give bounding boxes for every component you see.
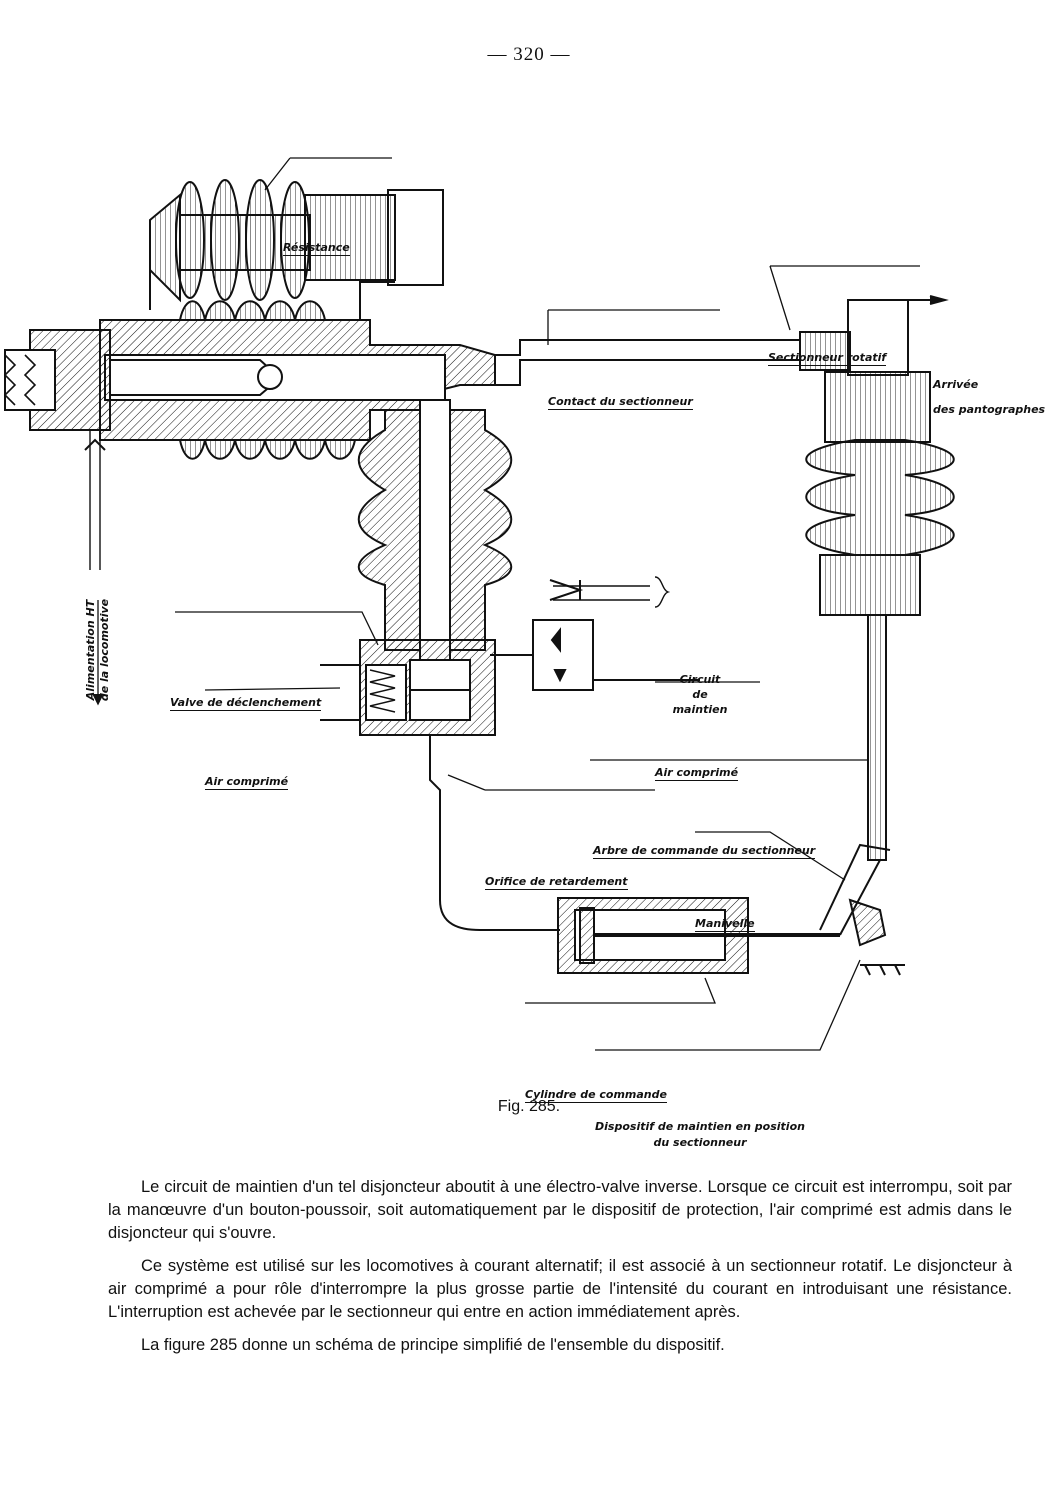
contact-rod (495, 339, 800, 386)
label-contact-sectionneur: Contact du sectionneur (548, 395, 693, 410)
label-sectionneur-rotatif: Sectionneur rotatif (768, 351, 887, 366)
paragraph-1: Le circuit de maintien d'un tel disjonct… (108, 1178, 1012, 1242)
label-arbre: Arbre de commande du sectionneur (593, 844, 816, 859)
label-arrivee-2: des pantographes (933, 403, 1046, 416)
body-text: Le circuit de maintien d'un tel disjonct… (108, 1176, 1012, 1367)
label-circuit-2: de (692, 688, 708, 701)
label-alimentation: Alimentation HT de la locomotive (84, 580, 112, 720)
rotary-disconnector (799, 295, 955, 861)
label-air-comprime-left: Air comprimé (205, 775, 289, 790)
label-alimentation-2: de la locomotive (98, 598, 111, 702)
resistance-insulator (149, 179, 444, 321)
label-dispositif-2: du sectionneur (653, 1136, 747, 1149)
trip-valve (320, 639, 560, 931)
label-arrivee-1: Arrivée (933, 378, 979, 391)
label-resistance: Résistance (283, 241, 350, 256)
figure-285: Résistance Sectionneur rotatif Arrivée d… (0, 100, 1058, 1149)
page-number: — 320 — (487, 44, 571, 65)
figure-caption: Fig. 285. (497, 1098, 561, 1115)
label-orifice: Orifice de retardement (485, 875, 628, 890)
paragraph-2: Ce système est utilisé sur les locomotiv… (108, 1257, 1012, 1321)
label-dispositif-1: Dispositif de maintien en position (595, 1120, 805, 1133)
vertical-insulator (357, 399, 513, 661)
electro-valve (490, 576, 700, 691)
hv-cable (89, 430, 101, 570)
circuit-breaker-diagram (3, 157, 955, 1051)
label-cylindre: Cylindre de commande (525, 1088, 667, 1103)
label-circuit-3: maintien (672, 703, 728, 716)
label-circuit-1: Circuit (679, 673, 721, 686)
paragraph-3: La figure 285 donne un schéma de princip… (141, 1336, 725, 1354)
label-alimentation-1: Alimentation HT (84, 599, 97, 701)
label-valve: Valve de déclenchement (170, 696, 322, 711)
control-cylinder (557, 843, 905, 976)
label-air-comprime-right: Air comprimé (655, 766, 739, 781)
label-manivelle: Manivelle (695, 917, 755, 932)
